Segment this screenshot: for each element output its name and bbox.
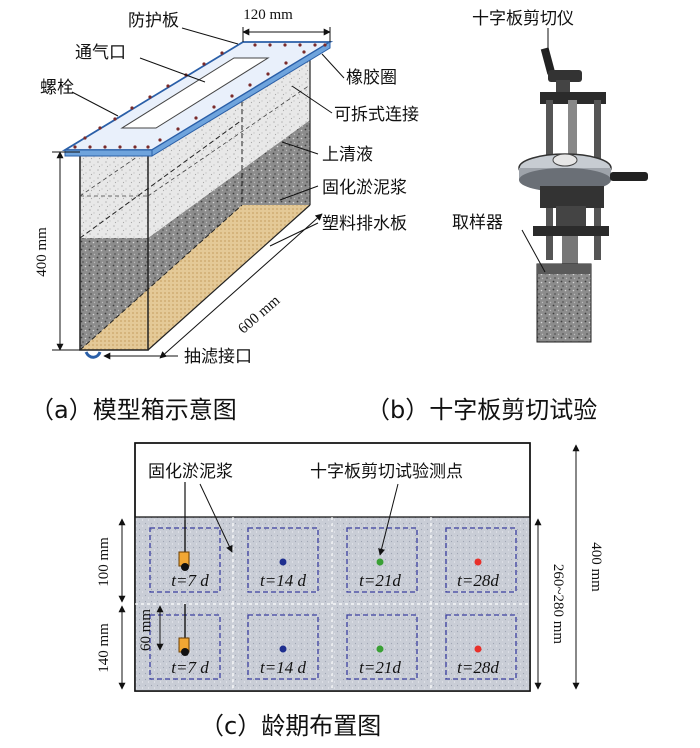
age-layout-diagram: t=7 d t=14 d t=21d t=28d t=7 d t=14 d t=… <box>96 442 604 740</box>
age-label-bottom-1: t=7 d <box>171 658 209 677</box>
label-test-points: 十字板剪切试验测点 <box>310 462 463 482</box>
test-point-7d-bottom <box>181 648 189 656</box>
test-point-28d-bottom <box>474 645 482 653</box>
label-bolt: 螺栓 <box>40 78 74 98</box>
label-filter-outlet: 抽滤接口 <box>184 347 252 367</box>
sample-block <box>536 263 592 343</box>
left-face-supernatant <box>80 152 148 238</box>
age-label-top-4: t=28d <box>457 571 499 590</box>
test-point-14d-top <box>279 558 287 566</box>
test-point-14d-bottom <box>279 645 287 653</box>
label-supernatant: 上清液 <box>322 145 373 165</box>
vane-shear-photo: 十字板剪切仪 取样器 （b）十字板剪切试验 <box>366 9 648 424</box>
dim-probe-depth: 60 mm <box>138 609 154 651</box>
dim-length: 600 mm <box>235 292 283 337</box>
caption-c: （c）龄期布置图 <box>200 712 381 740</box>
age-label-bottom-4: t=28d <box>457 658 499 677</box>
age-label-bottom-3: t=21d <box>359 658 401 677</box>
test-points <box>181 558 482 656</box>
top-plate-edge <box>64 149 153 157</box>
leader-lines-a <box>71 27 345 360</box>
dim-top-width: 120 mm <box>243 7 293 23</box>
label-protective-plate: 防护板 <box>128 11 179 31</box>
label-rubber-ring: 橡胶圈 <box>346 68 397 88</box>
dims-right <box>534 444 580 690</box>
dim-height: 400 mm <box>34 227 50 277</box>
dim-row-bottom: 140 mm <box>96 623 112 673</box>
age-label-top-3: t=21d <box>359 571 401 590</box>
caption-a: （a）模型箱示意图 <box>30 396 237 424</box>
model-box-diagram: 120 mm 400 mm 600 mm 防护板 通气口 螺栓 橡胶圈 可拆式连… <box>30 7 419 424</box>
back-face-supernatant <box>148 45 310 238</box>
age-label-top-2: t=14 d <box>260 571 306 590</box>
dim-slurry-height: 260~280 mm <box>550 564 566 645</box>
label-drain-board: 塑料排水板 <box>322 214 407 234</box>
grid-dividers <box>135 517 530 691</box>
bolts <box>73 43 327 149</box>
dim-total-height: 400 mm <box>588 542 604 592</box>
label-detachable-connection: 可拆式连接 <box>334 105 419 125</box>
label-solidified-slurry: 固化淤泥浆 <box>322 178 407 198</box>
caption-b: （b）十字板剪切试验 <box>366 396 597 424</box>
age-label-top-1: t=7 d <box>171 571 209 590</box>
test-zones <box>149 527 517 680</box>
dim-row-top: 100 mm <box>96 537 112 587</box>
test-point-21d-bottom <box>376 645 384 653</box>
label-sampler: 取样器 <box>452 213 503 233</box>
vent-opening <box>120 57 270 129</box>
dims-left <box>118 518 164 690</box>
label-vent: 通气口 <box>75 43 126 63</box>
test-point-28d-top <box>474 558 482 566</box>
age-label-bottom-2: t=14 d <box>260 658 306 677</box>
label-vane-shear-apparatus: 十字板剪切仪 <box>472 9 574 29</box>
filter-outlet-pipe <box>84 351 102 359</box>
label-solidified-slurry-c: 固化淤泥浆 <box>148 462 233 482</box>
test-point-21d-top <box>376 558 384 566</box>
test-point-7d-top <box>181 563 189 571</box>
